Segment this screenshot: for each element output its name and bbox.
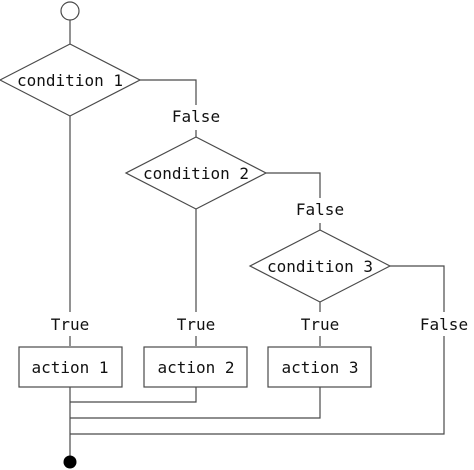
condition-2-label: condition 2 xyxy=(143,164,249,183)
end-node xyxy=(63,455,77,469)
connector-condition-1-false-top xyxy=(140,79,197,105)
action-3-label: action 3 xyxy=(281,358,358,377)
connector-condition-3-false-merge xyxy=(70,336,445,435)
condition-1-false-label: False xyxy=(172,107,220,126)
connector-action-3-merge xyxy=(70,387,321,419)
condition-3-label: condition 3 xyxy=(267,257,373,276)
action-2-box xyxy=(143,346,248,388)
condition-1-true-label: True xyxy=(51,315,90,334)
condition-3-false-label: False xyxy=(420,315,468,334)
condition-2-true-label: True xyxy=(177,315,216,334)
connector-action-2-merge xyxy=(70,387,197,403)
connector-condition-2-false-top xyxy=(266,172,321,198)
action-3-box xyxy=(267,346,372,388)
condition-2-false-label: False xyxy=(296,200,344,219)
condition-1-label: condition 1 xyxy=(17,71,123,90)
action-2-label: action 2 xyxy=(157,358,234,377)
start-node xyxy=(60,1,80,21)
action-1-label: action 1 xyxy=(31,358,108,377)
condition-3-true-label: True xyxy=(301,315,340,334)
action-1-box xyxy=(18,346,123,388)
connector-condition-3-false-top xyxy=(390,265,445,312)
